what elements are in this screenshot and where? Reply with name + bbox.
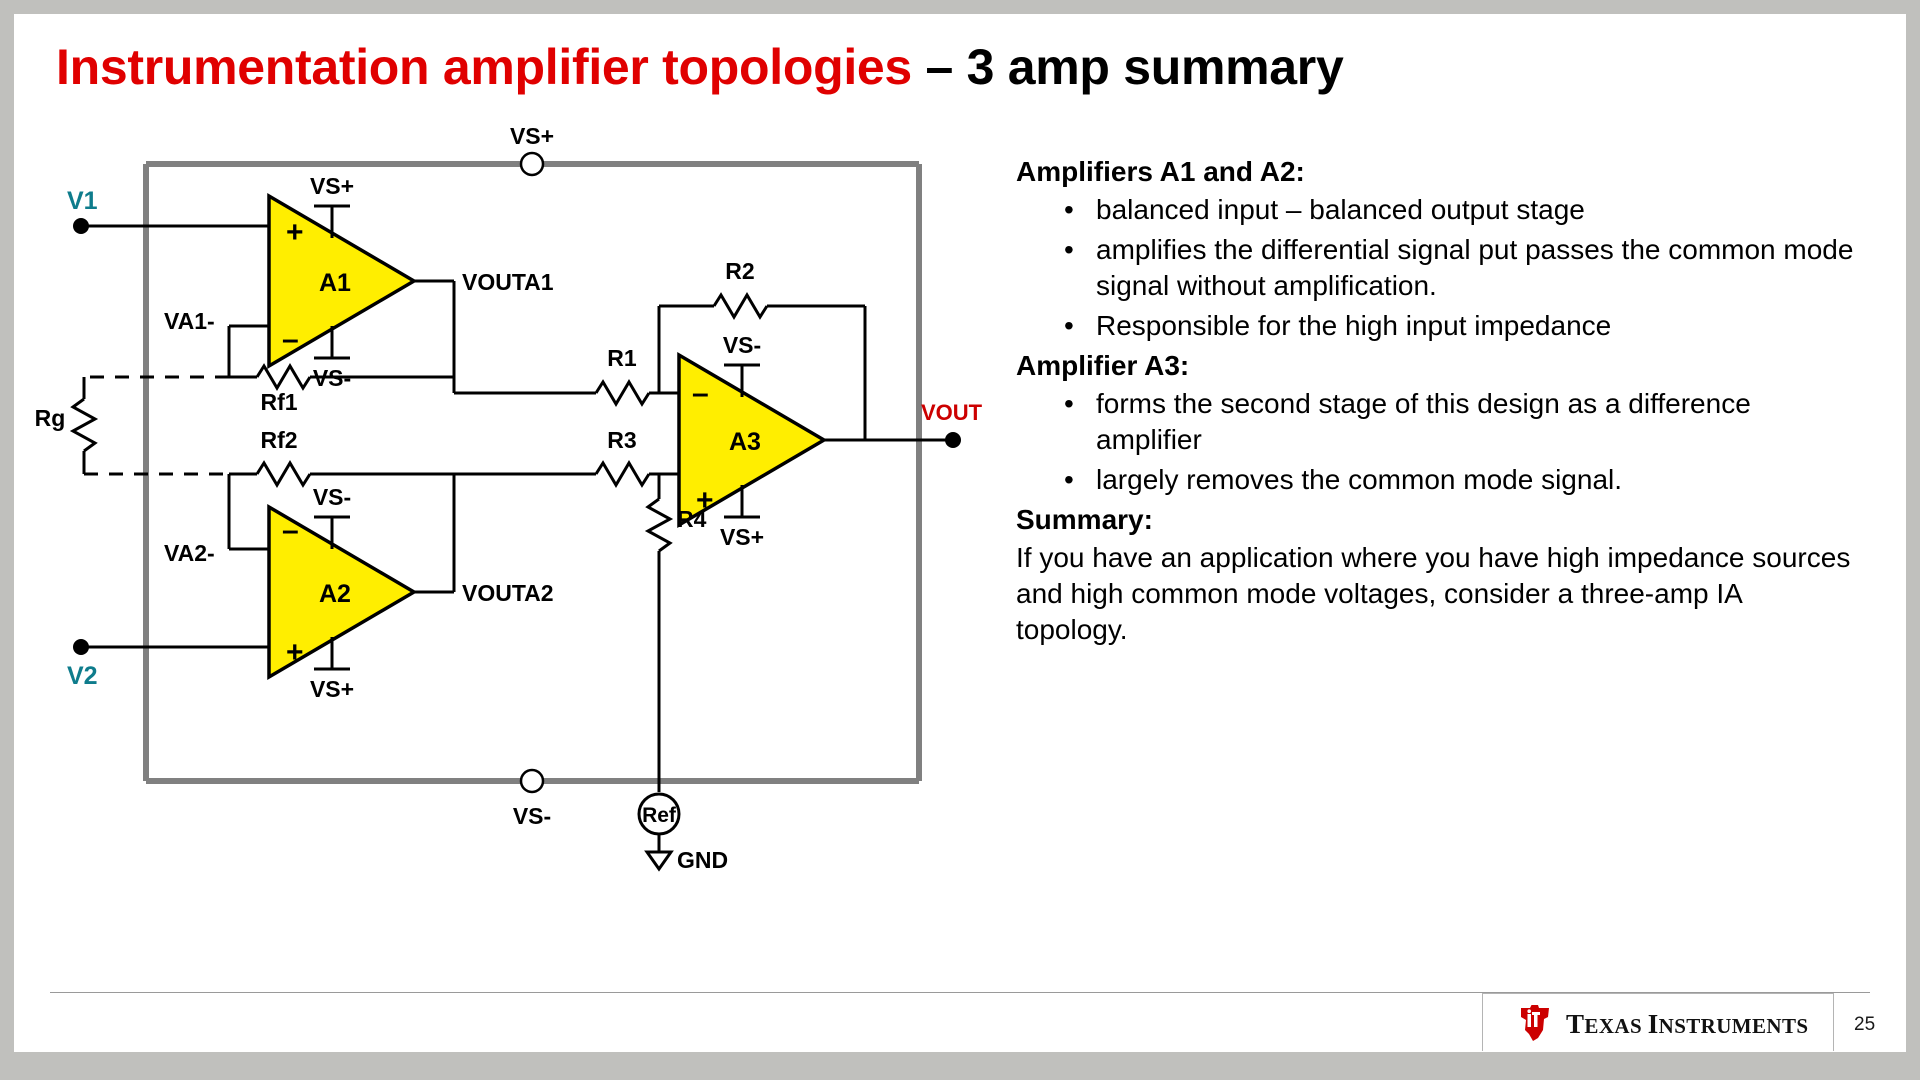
opamp-a3-plus-sign: + [696, 484, 714, 517]
opamp-a3-vneg-label: VS- [723, 332, 761, 358]
section-1-heading: Amplifiers A1 and A2: [1016, 156, 1305, 187]
label-rf1: Rf1 [260, 389, 297, 415]
list-item: • largely removes the common mode signal. [1058, 462, 1856, 498]
label-vouta1: VOUTA1 [462, 269, 554, 295]
opamp-a2-label: A2 [319, 580, 351, 608]
opamp-a2-vneg-label: VS- [313, 484, 351, 510]
section-2-bullet-list: • forms the second stage of this design a… [1016, 386, 1856, 498]
list-item-label: largely removes the common mode signal. [1096, 464, 1623, 496]
opamp-a1[interactable]: + – A1 VS+ VS- [267, 173, 418, 391]
ti-brand-nstruments: NSTRUMENTS [1658, 1013, 1809, 1038]
slide-canvas: Instrumentation amplifier topologies – 3… [14, 14, 1906, 1052]
opamp-a3-vpos-label: VS+ [720, 524, 764, 550]
label-rf2: Rf2 [260, 427, 297, 453]
label-r2: R2 [725, 258, 754, 284]
opamp-a2-minus-sign: – [282, 514, 299, 547]
label-va1: VA1- [164, 308, 215, 334]
gnd-arrow-icon [644, 850, 674, 872]
r2-zigzag [712, 292, 769, 320]
label-r1: R1 [607, 345, 637, 371]
ti-brand-exas: EXAS [1584, 1013, 1648, 1038]
label-gnd: GND [677, 847, 728, 873]
r3-zigzag [594, 460, 651, 488]
opamp-a3[interactable]: – + A3 VS- VS+ [677, 332, 828, 550]
list-item: • Responsible for the high input impedanc… [1058, 308, 1856, 344]
bullet-icon: • [1064, 464, 1074, 496]
label-rg: Rg [35, 405, 66, 431]
r1-zigzag [594, 379, 651, 407]
section-3-heading: Summary: [1016, 504, 1153, 536]
resistor-rg: Rg [35, 375, 229, 476]
list-item-label: amplifies the differential signal put pa… [1096, 233, 1854, 302]
ref-symbol: Ref GND [637, 714, 728, 873]
opamp-a1-vpos-label: VS+ [310, 173, 354, 199]
footer-logo-box [1482, 993, 1834, 1051]
opamp-a1-minus-sign: – [282, 323, 299, 356]
rail-top-label: VS+ [510, 123, 554, 149]
summary-paragraph: If you have an application where you hav… [1016, 542, 1851, 646]
list-item: • balanced input – balanced output stage [1058, 192, 1856, 228]
resistor-rf1: Rf1 [229, 363, 454, 415]
opamp-a2[interactable]: – + A2 VS- VS+ [267, 484, 418, 702]
label-r3: R3 [607, 427, 636, 453]
resistor-r4: R4 [644, 474, 707, 714]
resistor-r1: R1 [577, 345, 679, 407]
opamp-a3-minus-sign: – [692, 377, 709, 410]
opamp-a3-label: A3 [729, 428, 761, 456]
list-item-label: Responsible for the high input impedance [1096, 310, 1612, 342]
node-vout[interactable] [945, 432, 961, 448]
circuit-diagram: VS+ VS- + – A1 VS+ VS- V1 VOUTA1 VA1- [14, 114, 1014, 919]
explanation-column: Amplifiers A1 and A2: • balanced input – … [1016, 154, 1856, 649]
resistor-r2: R2 [657, 258, 867, 440]
page-number: 25 [1854, 1014, 1876, 1035]
resistor-r3: R3 [577, 427, 679, 488]
ti-texas-shape-icon [1521, 1005, 1549, 1041]
label-va2: VA2- [164, 540, 215, 566]
page-title: Instrumentation amplifier topologies – 3… [56, 40, 1876, 95]
bullet-icon: • [1064, 388, 1074, 420]
ti-wordmark: TEXAS INSTRUMENTS [1566, 1009, 1809, 1040]
rf1-zigzag [255, 363, 312, 391]
rail-bottom-label: VS- [513, 803, 551, 829]
ti-brand-t: T [1566, 1008, 1585, 1039]
label-v2: V2 [67, 662, 98, 690]
section-2-heading: Amplifier A3: [1016, 350, 1190, 382]
opamp-a1-label: A1 [319, 269, 351, 297]
label-r4: R4 [677, 506, 707, 532]
opamp-a1-body [267, 192, 418, 370]
r4-zigzag [644, 497, 674, 553]
label-vouta2: VOUTA2 [462, 580, 554, 606]
terminal-vs-minus[interactable] [519, 768, 545, 794]
label-v1: V1 [67, 187, 98, 215]
opamp-a1-plus-sign: + [286, 216, 304, 249]
ti-brand-i: I [1647, 1008, 1659, 1039]
rf2-zigzag [255, 460, 312, 488]
label-ref: Ref [642, 804, 677, 827]
title-red-part: Instrumentation amplifier topologies [56, 39, 926, 95]
list-item-label: forms the second stage of this design as… [1096, 388, 1751, 456]
rg-zigzag [69, 397, 99, 453]
opamp-a2-plus-sign: + [286, 636, 304, 669]
title-black-part: – 3 amp summary [925, 39, 1344, 95]
bullet-icon: • [1064, 233, 1074, 265]
bullet-icon: • [1064, 193, 1074, 225]
opamp-a2-body [267, 503, 418, 681]
list-item: • amplifies the differential signal put p… [1058, 232, 1856, 304]
texas-instruments-logo: TEXAS INSTRUMENTS [1514, 1004, 1809, 1044]
opamp-a3-body [677, 351, 828, 529]
resistor-rf2: Rf2 [229, 427, 454, 488]
label-vout: VOUT [921, 400, 983, 425]
list-item-label: balanced input – balanced output stage [1096, 193, 1585, 225]
list-item: • forms the second stage of this design a… [1058, 386, 1856, 458]
terminal-vs-plus[interactable] [519, 151, 545, 177]
bullet-icon: • [1064, 310, 1074, 342]
opamp-a2-vpos-label: VS+ [310, 676, 354, 702]
footer-divider [50, 992, 1870, 993]
section-1-bullet-list: •balanced input – balanced output stage … [1016, 192, 1856, 344]
